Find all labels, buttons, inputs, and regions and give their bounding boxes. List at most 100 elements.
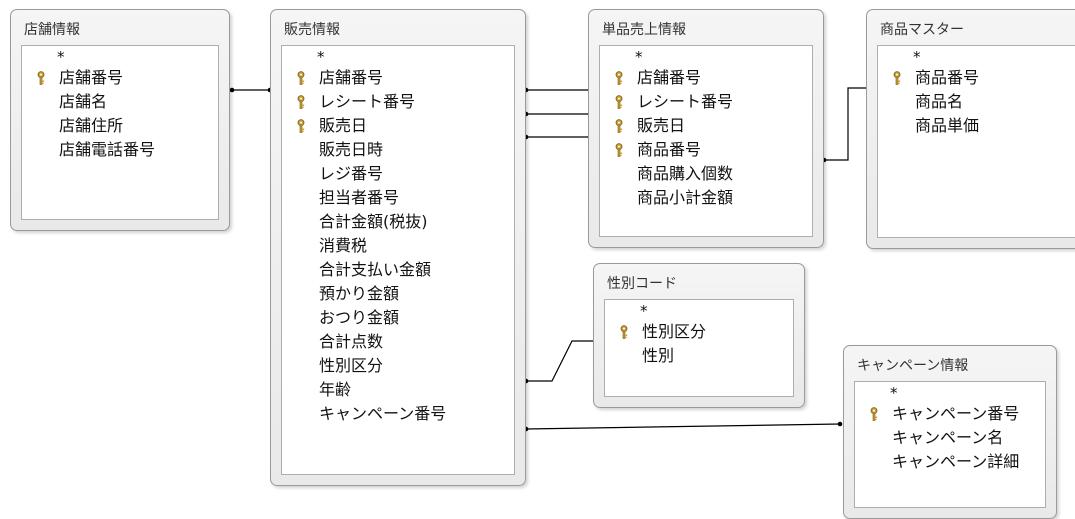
field-name: 預かり金額 [319, 284, 400, 303]
field-name: 性別区分 [642, 322, 707, 341]
primary-key-field[interactable]: 店舗番号 [600, 66, 812, 90]
field[interactable]: 商品購入個数 [600, 162, 812, 186]
field-name: 商品名 [915, 92, 964, 111]
field-name: 性別区分 [319, 356, 384, 375]
table-title: 商品マスター [880, 22, 964, 38]
primary-key-icon [893, 71, 901, 85]
primary-key-field[interactable]: 販売日 [282, 114, 514, 138]
field-all-columns[interactable]: * [605, 302, 793, 320]
primary-key-icon [297, 71, 305, 85]
primary-key-icon [615, 143, 623, 157]
field[interactable]: 商品単価 [878, 114, 1075, 138]
field-list: *店舗番号レシート番号販売日商品番号商品購入個数商品小計金額 [599, 45, 813, 237]
primary-key-field[interactable]: 店舗番号 [282, 66, 514, 90]
field-name: * [640, 302, 648, 320]
primary-key-icon [297, 119, 305, 133]
relation-line-sales-gender [526, 340, 596, 382]
field[interactable]: キャンペーン詳細 [855, 450, 1045, 474]
table-store-info[interactable]: 店舗情報 * 店舗番号店舗名店舗住所店舗電話番号 [10, 9, 230, 231]
field-name: 商品番号 [637, 140, 702, 159]
field-all-columns[interactable]: * [282, 48, 514, 66]
table-title: キャンペーン情報 [857, 358, 969, 374]
field[interactable]: 店舗住所 [22, 114, 218, 138]
field[interactable]: 預かり金額 [282, 282, 514, 306]
field-name: 販売日 [637, 116, 686, 135]
field[interactable]: 合計点数 [282, 330, 514, 354]
field-name: 販売日 [319, 116, 368, 135]
field[interactable]: 性別 [605, 344, 793, 368]
field[interactable]: キャンペーン名 [855, 426, 1045, 450]
field[interactable]: おつり金額 [282, 306, 514, 330]
field-name: 担当者番号 [319, 188, 400, 207]
field-all-columns[interactable]: * [22, 48, 218, 66]
primary-key-field[interactable]: レシート番号 [600, 90, 812, 114]
primary-key-field[interactable]: 商品番号 [878, 66, 1075, 90]
field-name: おつり金額 [319, 308, 400, 327]
primary-key-field[interactable]: レシート番号 [282, 90, 514, 114]
field-name: 販売日時 [319, 140, 384, 159]
field-all-columns[interactable]: * [855, 384, 1045, 402]
field-name: 店舗電話番号 [59, 140, 156, 159]
field-name: レジ番号 [319, 164, 384, 183]
field[interactable]: 性別区分 [282, 354, 514, 378]
table-title: 販売情報 [284, 22, 340, 38]
primary-key-icon [870, 407, 878, 421]
primary-key-field[interactable]: キャンペーン番号 [855, 402, 1045, 426]
primary-key-icon [297, 95, 305, 109]
field[interactable]: 年齢 [282, 378, 514, 402]
primary-key-icon [615, 119, 623, 133]
table-gender-code[interactable]: 性別コード *性別区分性別 [593, 263, 805, 408]
field[interactable]: 担当者番号 [282, 186, 514, 210]
field[interactable]: 商品小計金額 [600, 186, 812, 210]
field-name: 商品購入個数 [637, 164, 734, 183]
field-list: * 商品番号商品名商品単価 [877, 45, 1075, 238]
field-all-columns[interactable]: * [878, 48, 1075, 66]
field-name: * [635, 48, 643, 66]
field-name: 店舗住所 [59, 116, 124, 135]
primary-key-icon [615, 71, 623, 85]
field-list: * 性別区分性別 [604, 299, 794, 397]
field-name: 性別 [642, 346, 675, 365]
field-name: キャンペーン番号 [892, 404, 1020, 423]
primary-key-field[interactable]: 商品番号 [600, 138, 812, 162]
field-name: * [317, 48, 325, 66]
field[interactable]: レジ番号 [282, 162, 514, 186]
field-list: * 店舗番号店舗名店舗住所店舗電話番号 [21, 45, 219, 220]
field-name: 店舗番号 [59, 68, 124, 87]
field-name: 商品番号 [915, 68, 980, 87]
field-name: 店舗番号 [319, 68, 384, 87]
relation-end-dot [837, 421, 843, 427]
field[interactable]: 店舗電話番号 [22, 138, 218, 162]
field[interactable]: 合計支払い金額 [282, 258, 514, 282]
relation-end-dot [229, 87, 235, 93]
primary-key-field[interactable]: 販売日 [600, 114, 812, 138]
field-name: * [890, 384, 898, 402]
table-campaign-info[interactable]: キャンペーン情報 * キャンペーン番号キャンペーン名キャンペーン詳細 [843, 345, 1057, 519]
table-title: 店舗情報 [24, 22, 80, 38]
field[interactable]: 合計金額(税抜) [282, 210, 514, 234]
field-name: 消費税 [319, 236, 368, 255]
relation-line-sales-campaign [525, 423, 841, 430]
field[interactable]: キャンペーン番号 [282, 402, 514, 426]
field-name: キャンペーン詳細 [892, 452, 1020, 471]
table-item-sales-info[interactable]: 単品売上情報 *店舗番号レシート番号販売日商品番号商品購入個数商品小計金額 [588, 9, 824, 248]
field-name: * [57, 48, 65, 66]
field-list: * キャンペーン番号キャンペーン名キャンペーン詳細 [854, 381, 1046, 508]
primary-key-field[interactable]: 性別区分 [605, 320, 793, 344]
field[interactable]: 商品名 [878, 90, 1075, 114]
table-product-master[interactable]: 商品マスター * 商品番号商品名商品単価 [866, 9, 1075, 249]
field-list: * 店舗番号レシート番号販売日販売日時レジ番号担当者番号合計金額(税抜) 消費税合計… [281, 45, 515, 475]
field-all-columns[interactable]: * [600, 48, 812, 66]
primary-key-icon [620, 325, 628, 339]
primary-key-icon [615, 95, 623, 109]
field[interactable]: 販売日時 [282, 138, 514, 162]
field[interactable]: 消費税 [282, 234, 514, 258]
relation-line-itemsales-product [824, 87, 870, 161]
primary-key-icon [37, 71, 45, 85]
primary-key-field[interactable]: 店舗番号 [22, 66, 218, 90]
field-name: 商品単価 [915, 116, 980, 135]
field[interactable]: 店舗名 [22, 90, 218, 114]
field-name: レシート番号 [637, 92, 734, 111]
table-sales-info[interactable]: 販売情報 * 店舗番号レシート番号販売日販売日時レジ番号担当者番号合計金額(税抜)… [270, 9, 526, 486]
